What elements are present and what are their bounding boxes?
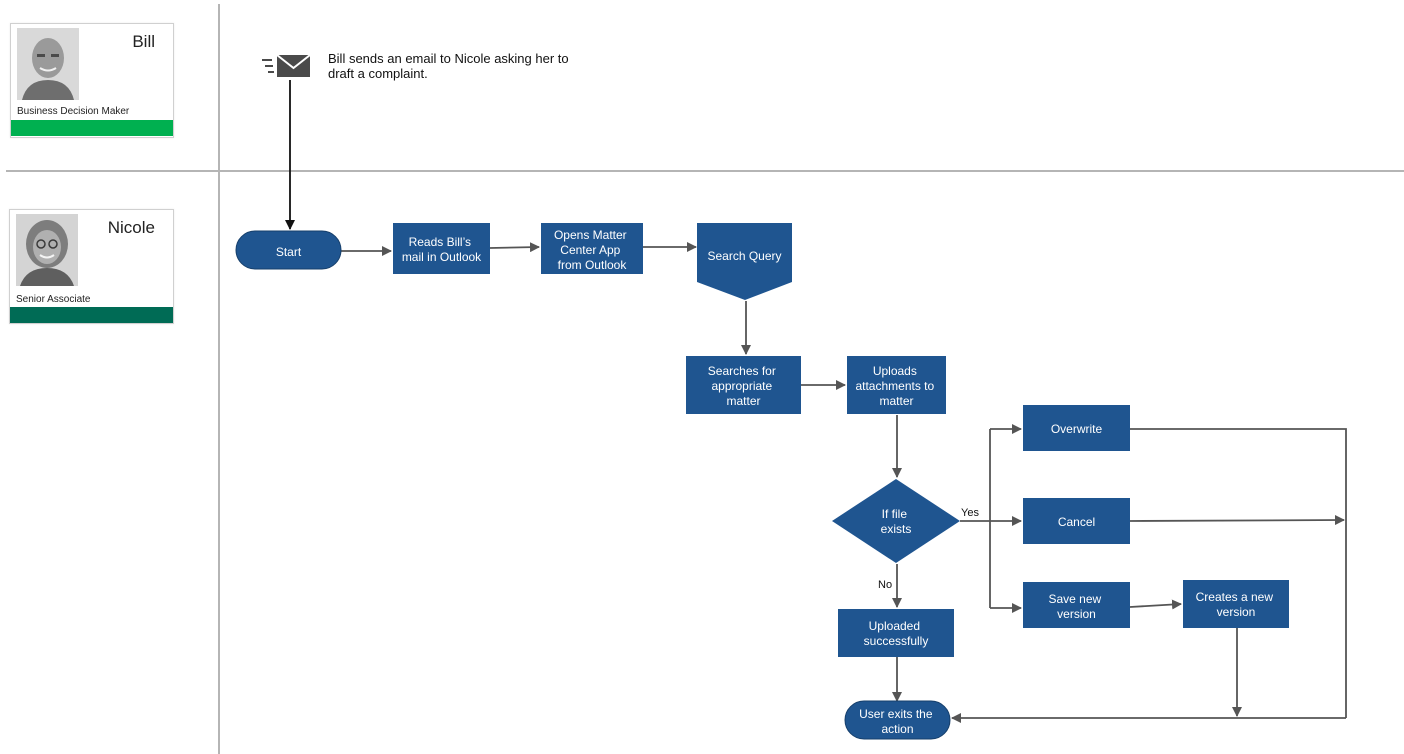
nicole-status-bar — [10, 307, 173, 323]
node-decision-line2: exists — [881, 522, 912, 536]
bill-status-bar — [11, 120, 173, 136]
node-creates-new: Creates a new version — [1183, 580, 1289, 628]
edge-label-yes: Yes — [961, 507, 979, 519]
node-cancel-label: Cancel — [1058, 515, 1095, 529]
node-exits-line2: action — [881, 722, 913, 736]
node-search-query: Search Query — [697, 223, 792, 300]
node-start-label: Start — [276, 245, 302, 259]
node-uploads-line3: matter — [879, 394, 913, 408]
node-reads-mail: Reads Bill’s mail in Outlook — [393, 223, 490, 274]
node-opens-app-line3: from Outlook — [558, 258, 628, 272]
svg-text:User exits the action: User exits the action — [859, 707, 936, 736]
edge-reads-to-opens — [489, 242, 540, 253]
svg-text:Uploads attachments to: Uploads attachments to matter — [855, 364, 937, 408]
node-decision: If file exists — [832, 479, 960, 563]
node-exits: User exits the action — [844, 700, 951, 740]
bill-photo — [17, 28, 79, 100]
bill-name: Bill — [132, 32, 155, 51]
persona-card-nicole: Nicole Senior Associate — [9, 209, 174, 324]
node-save-new-line1: Save new — [1048, 592, 1101, 606]
edge-label-no: No — [878, 579, 892, 591]
node-searches-line3: matter — [726, 394, 760, 408]
email-event-line2: draft a complaint. — [328, 66, 428, 81]
node-opens-app-line2: Center App — [560, 243, 620, 257]
node-uploads: Uploads attachments to matter — [847, 356, 946, 414]
node-decision-line1: If file — [882, 507, 908, 521]
node-searches-line1: Searches for — [708, 364, 776, 378]
node-reads-mail-line1: Reads Bill’s — [409, 235, 471, 249]
node-save-new: Save new version — [1023, 582, 1130, 628]
node-exits-line1: User exits the — [859, 707, 933, 721]
node-uploads-line2: attachments to — [855, 379, 934, 393]
node-creates-new-line1: Creates a new — [1196, 590, 1274, 604]
node-uploads-line1: Uploads — [873, 364, 917, 378]
email-send-icon — [262, 54, 311, 77]
node-uploaded-line2: successfully — [864, 634, 929, 648]
svg-text:Reads Bill’s mail in Out: Reads Bill’s mail in Outlook — [402, 235, 482, 264]
svg-text:Uploaded successfully: Uploaded successfully — [864, 619, 929, 648]
bill-role: Business Decision Maker — [17, 106, 130, 117]
svg-text:Save new version: Save new version — [1048, 592, 1104, 621]
edge-overwrite-return — [1130, 428, 1347, 718]
node-searches-line2: appropriate — [711, 379, 772, 393]
node-reads-mail-line2: mail in Outlook — [402, 250, 482, 264]
edge-cancel-return — [1129, 515, 1345, 526]
node-searches: Searches for appropriate matter — [686, 356, 801, 414]
svg-text:Opens Matter Center App: Opens Matter Center App from Outlook — [554, 228, 630, 272]
nicole-name: Nicole — [107, 218, 155, 237]
node-opens-app: Opens Matter Center App from Outlook — [541, 223, 643, 274]
node-overwrite-label: Overwrite — [1051, 422, 1103, 436]
email-event-line1: Bill sends an email to Nicole asking her… — [328, 51, 569, 66]
nicole-role: Senior Associate — [16, 294, 91, 305]
node-opens-app-line1: Opens Matter — [554, 228, 627, 242]
node-creates-new-line2: version — [1217, 605, 1256, 619]
nicole-photo — [16, 214, 78, 286]
node-overwrite: Overwrite — [1023, 405, 1130, 451]
node-cancel: Cancel — [1023, 498, 1130, 544]
node-start: Start — [235, 230, 342, 270]
node-uploaded: Uploaded successfully — [838, 609, 954, 657]
node-search-query-label: Search Query — [707, 249, 781, 263]
persona-card-bill: Bill Business Decision Maker — [10, 23, 174, 138]
svg-text:Creates a new version: Creates a new version — [1196, 590, 1277, 619]
svg-text:If file exists: If file exists — [881, 507, 912, 536]
node-uploaded-line1: Uploaded — [869, 619, 920, 633]
edge-save-to-creates — [1129, 599, 1182, 610]
svg-text:Searches for appropriate: Searches for appropriate matter — [708, 364, 779, 408]
node-save-new-line2: version — [1057, 607, 1096, 621]
